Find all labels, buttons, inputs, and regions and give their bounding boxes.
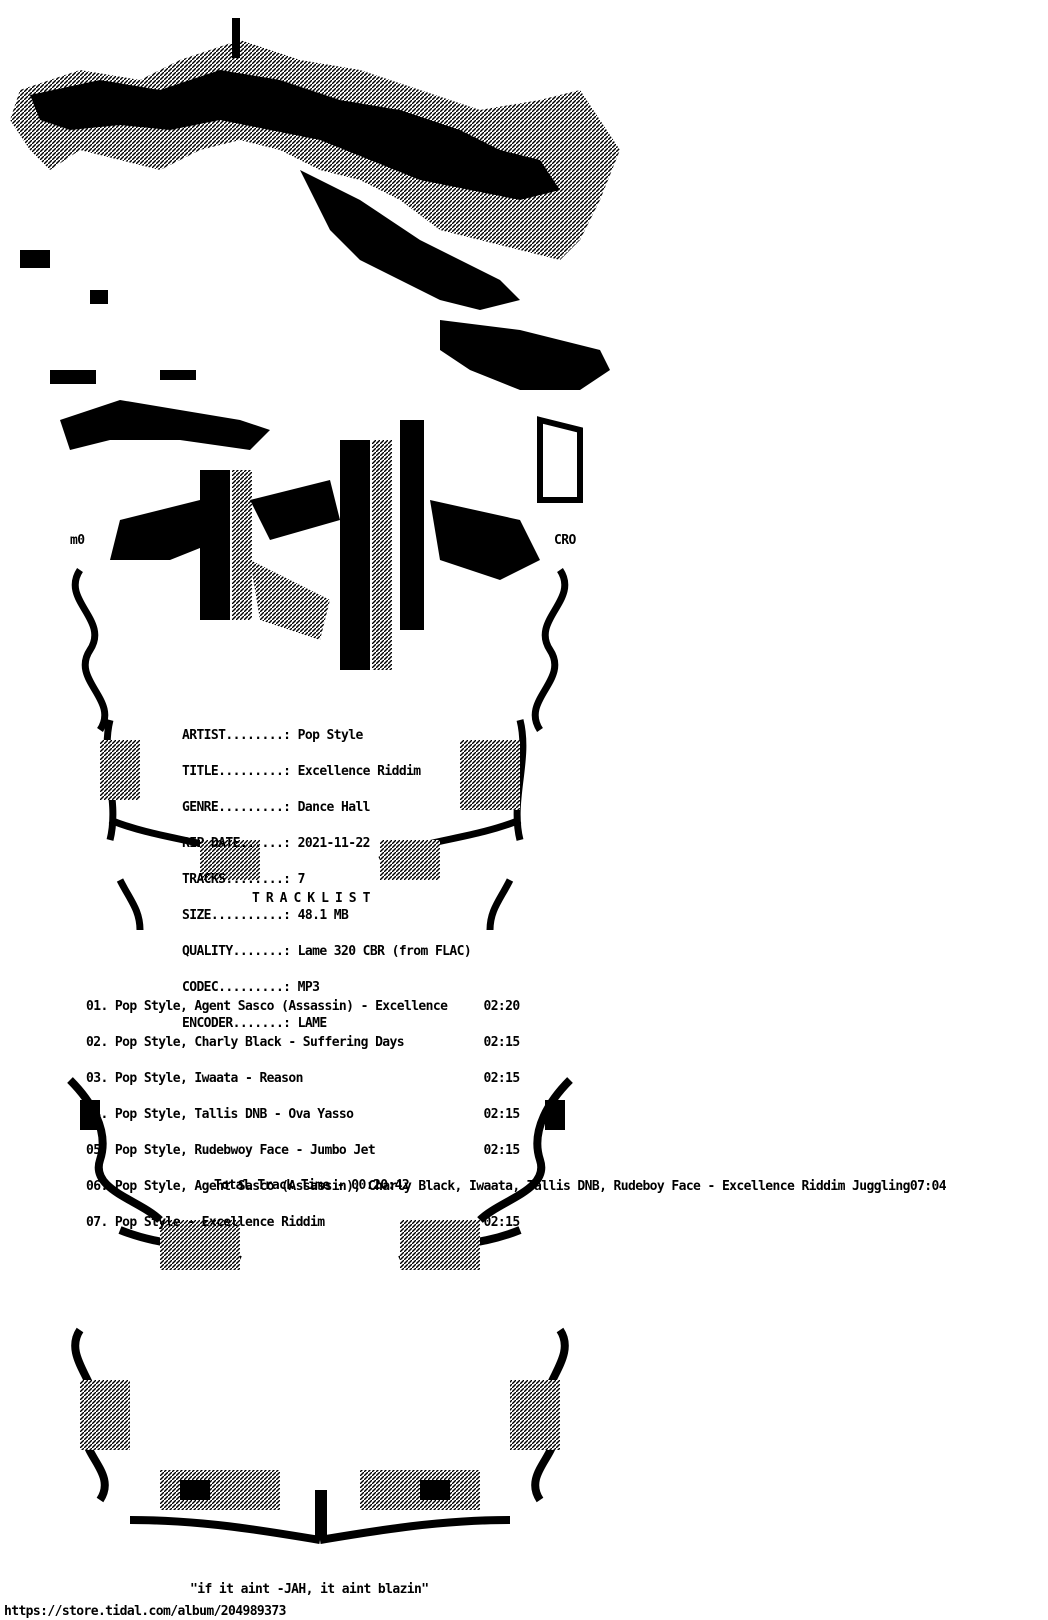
store-link[interactable]: https://store.tidal.com/album/204989373 (4, 1604, 286, 1619)
track-row: 07. Pop Style - Excellence Riddim 02:15 (86, 1215, 520, 1230)
info-label: TITLE.........: (182, 764, 291, 779)
info-row-quality: QUALITY.......: Lame 320 CBR (from FLAC) (182, 944, 472, 959)
track-duration: 02:15 (483, 1143, 520, 1158)
track-duration: 02:15 (483, 1107, 520, 1122)
track-row: 06. Pop Style, Agent Sasco (Assassin), C… (86, 1179, 947, 1194)
info-value: MP3 (297, 980, 320, 995)
track-row: 04. Pop Style, Tallis DNB - Ova Yasso 02… (86, 1107, 520, 1122)
info-value: Pop Style (297, 728, 364, 743)
info-label: TRACKS........: (182, 872, 291, 887)
release-info-block: ARTIST........: Pop Style TITLE.........… (182, 706, 472, 1042)
track-row: 01. Pop Style, Agent Sasco (Assassin) - … (86, 999, 520, 1014)
info-value: Dance Hall (297, 800, 371, 815)
info-row-encoder: ENCODER.......: LAME (182, 1016, 471, 1031)
art-signature-left: m0 (70, 533, 85, 548)
track-row: 05. Pop Style, Rudebwoy Face - Jumbo Jet… (86, 1143, 520, 1158)
track-duration: 02:15 (483, 1215, 520, 1230)
info-row-codec: CODEC.........: MP3 (182, 980, 471, 995)
info-row-genre: GENRE.........: Dance Hall (182, 800, 471, 815)
track-row: 03. Pop Style, Iwaata - Reason 02:15 (86, 1071, 520, 1086)
info-row-title: TITLE.........: Excellence Riddim (182, 764, 471, 779)
info-label: CODEC.........: (182, 980, 291, 995)
info-label: QUALITY.......: (182, 944, 291, 959)
total-track-time: Total Track Time - 00:20:42 (214, 1178, 410, 1193)
info-row-rip-date: RIP DATE......: 2021-11-22 (182, 836, 471, 851)
info-label: GENRE.........: (182, 800, 291, 815)
track-row: 02. Pop Style, Charly Black - Suffering … (86, 1035, 520, 1050)
info-label: SIZE..........: (182, 908, 291, 923)
track-duration: 02:15 (483, 1035, 520, 1050)
track-duration: 02:15 (483, 1071, 520, 1086)
art-signature-right: CRO (554, 533, 576, 548)
info-row-tracks: TRACKS........: 7 (182, 872, 471, 887)
frame-blocks-lower (80, 1100, 565, 1540)
info-value: 7 (297, 872, 306, 887)
info-label: ARTIST........: (182, 728, 291, 743)
tracklist-heading: TRACKLIST (252, 891, 377, 906)
info-row-size: SIZE..........: 48.1 MB (182, 908, 471, 923)
track-duration: 02:20 (483, 999, 520, 1014)
info-value: 2021-11-22 (297, 836, 371, 851)
frame-dots-lower (80, 1220, 560, 1510)
info-value: LAME (297, 1016, 328, 1031)
tracklist: 01. Pop Style, Agent Sasco (Assassin) - … (86, 977, 947, 1241)
creature-head-art (10, 18, 620, 390)
jah-logo-art (60, 400, 583, 670)
swirl-dots-upper (100, 740, 520, 880)
info-label: RIP DATE......: (182, 836, 291, 851)
info-value: 48.1 MB (297, 908, 349, 923)
info-value: Excellence Riddim (297, 764, 421, 779)
track-duration: 07:04 (909, 1179, 947, 1194)
info-label: ENCODER.......: (182, 1016, 291, 1031)
info-row-artist: ARTIST........: Pop Style (182, 728, 471, 743)
info-value: Lame 320 CBR (from FLAC) (297, 944, 472, 959)
footer-quote: "if it aint -JAH, it aint blazin" (190, 1582, 429, 1597)
